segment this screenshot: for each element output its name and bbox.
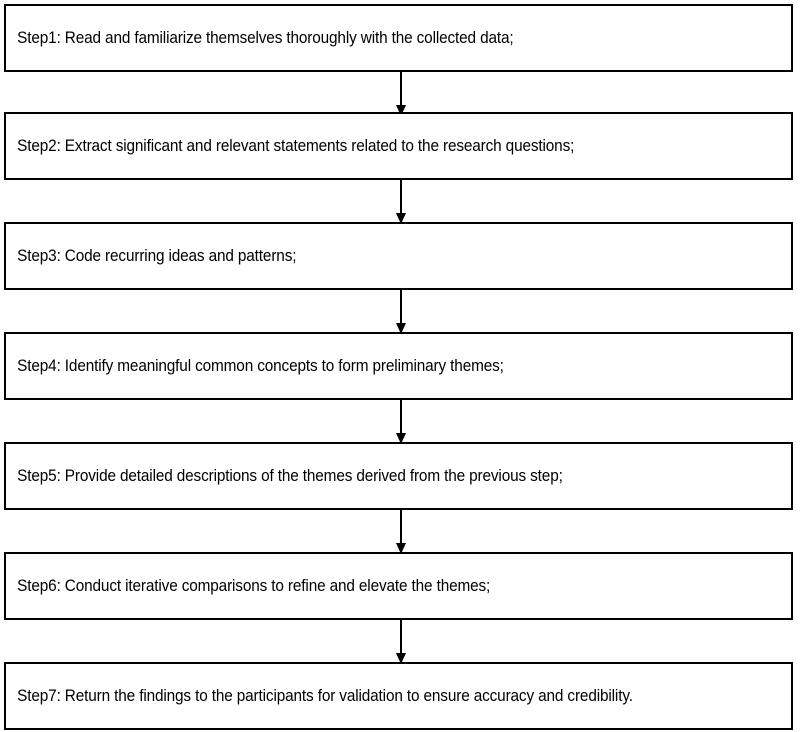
arrow-head-down-icon	[396, 543, 406, 554]
arrow-head-down-icon	[396, 323, 406, 334]
flowchart-node-step1-label: Step1: Read and familiarize themselves t…	[17, 28, 514, 47]
flowchart-node-step7-label: Step7: Return the findings to the partic…	[17, 686, 633, 705]
flowchart-node-step3: Step3: Code recurring ideas and patterns…	[4, 222, 793, 290]
arrow-head-down-icon	[396, 653, 406, 664]
arrow-shaft-icon	[400, 72, 402, 106]
flowchart-node-step6: Step6: Conduct iterative comparisons to …	[4, 552, 793, 620]
flowchart-arrow-step5-to-step6	[396, 510, 406, 554]
flowchart-arrow-step1-to-step2	[396, 72, 406, 116]
flowchart-arrow-step4-to-step5	[396, 400, 406, 444]
flowchart-node-step5-label: Step5: Provide detailed descriptions of …	[17, 466, 563, 485]
flowchart-node-step6-label: Step6: Conduct iterative comparisons to …	[17, 576, 491, 595]
flowchart-node-step4: Step4: Identify meaningful common concep…	[4, 332, 793, 400]
arrow-shaft-icon	[400, 620, 402, 654]
flowchart-node-step3-label: Step3: Code recurring ideas and patterns…	[17, 246, 297, 265]
arrow-head-down-icon	[396, 105, 406, 116]
flowchart-node-step2-label: Step2: Extract significant and relevant …	[17, 136, 575, 155]
flowchart-node-step4-label: Step4: Identify meaningful common concep…	[17, 356, 504, 375]
arrow-head-down-icon	[396, 433, 406, 444]
flowchart-arrow-step2-to-step3	[396, 180, 406, 224]
arrow-shaft-icon	[400, 180, 402, 214]
arrow-shaft-icon	[400, 510, 402, 544]
arrow-shaft-icon	[400, 400, 402, 434]
flowchart-node-step5: Step5: Provide detailed descriptions of …	[4, 442, 793, 510]
flowchart-node-step7: Step7: Return the findings to the partic…	[4, 662, 793, 730]
flowchart-arrow-step3-to-step4	[396, 290, 406, 334]
arrow-shaft-icon	[400, 290, 402, 324]
flowchart-node-step1: Step1: Read and familiarize themselves t…	[4, 4, 793, 72]
flowchart-node-step2: Step2: Extract significant and relevant …	[4, 112, 793, 180]
flowchart-arrow-step6-to-step7	[396, 620, 406, 664]
arrow-head-down-icon	[396, 213, 406, 224]
